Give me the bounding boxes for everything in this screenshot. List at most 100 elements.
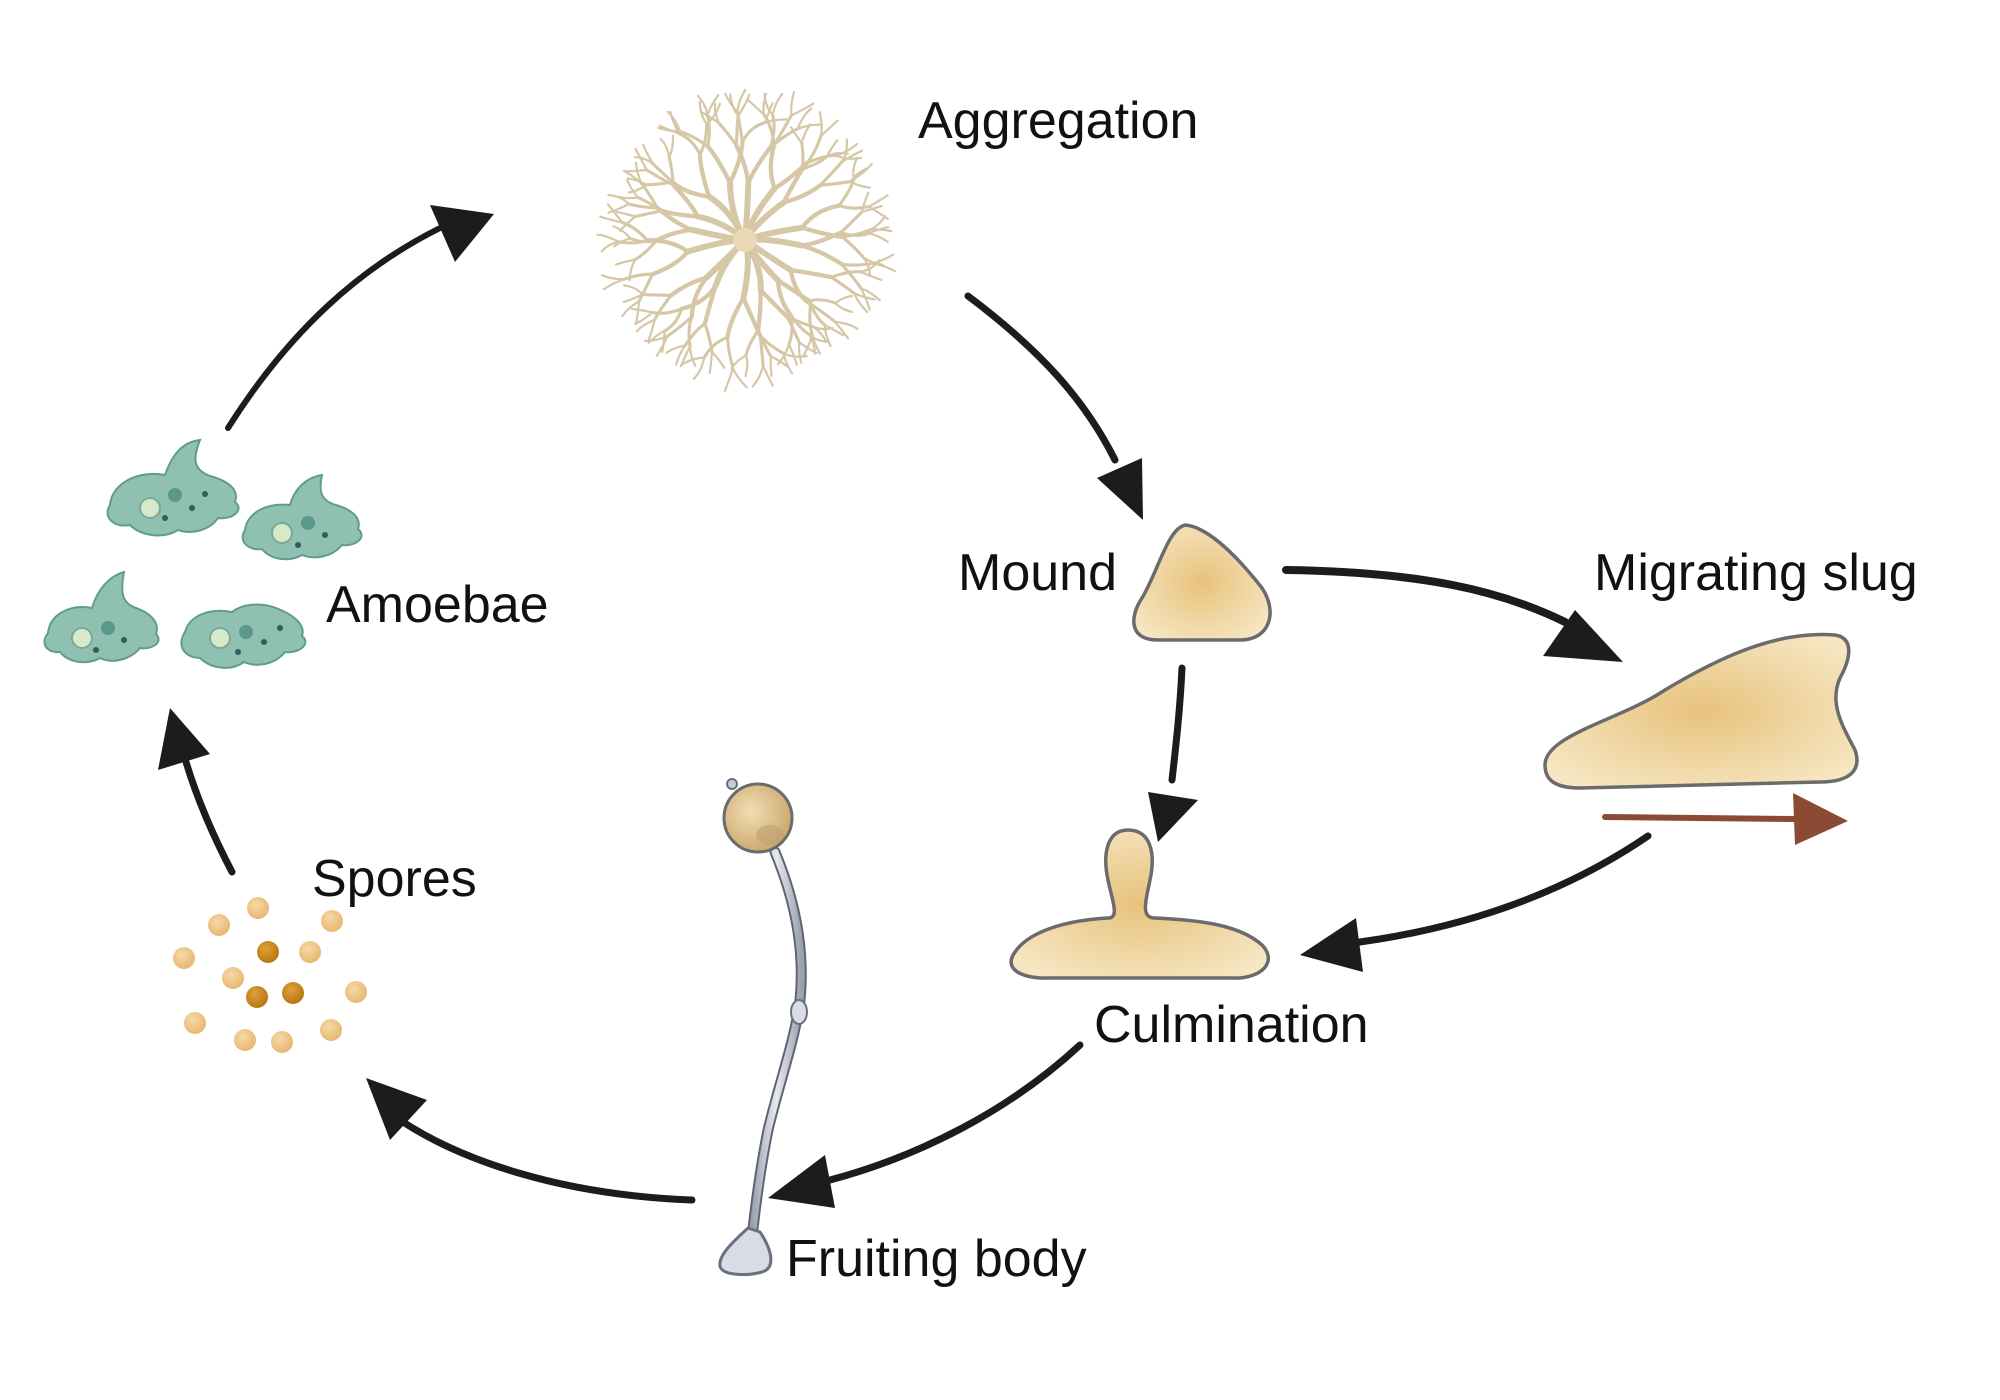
aggregation-stream [612, 225, 632, 240]
aggregation-stream [683, 322, 707, 348]
aggregation-stream [867, 194, 889, 208]
aggregation-stream [758, 288, 790, 320]
aggregation-stream [710, 350, 726, 369]
aggregation-stream [762, 113, 776, 146]
aggregation-stream [788, 267, 834, 280]
aggregation-stream [744, 354, 749, 378]
aggregation-stream [600, 240, 620, 253]
aggregation-stream [840, 149, 864, 164]
aggregation-stream [790, 90, 796, 117]
aggregation-stream [818, 180, 852, 187]
aggregation-stream [633, 239, 658, 262]
aggregation-stream [708, 350, 714, 375]
aggregation-stream [834, 320, 850, 340]
label-aggregation: Aggregation [918, 92, 1198, 150]
culmination-icon [1009, 828, 1271, 980]
aggregation-stream [867, 232, 889, 243]
aggregation-stream [834, 320, 859, 330]
aggregation-stream [785, 315, 815, 329]
aggregation-stream [818, 160, 844, 187]
aggregation-stream [643, 335, 669, 342]
aggregation-stream [758, 333, 765, 368]
aggregation-stream [830, 270, 863, 279]
aggregation-center [733, 228, 757, 252]
aggregation-stream [800, 141, 805, 171]
aggregation-stream [602, 278, 626, 291]
aggregation-stream [796, 107, 813, 130]
aggregation-stream [852, 156, 858, 181]
aggregation-stream [735, 114, 740, 148]
spore-dark [282, 982, 304, 1004]
aggregation-stream [627, 183, 648, 194]
aggregation-stream [799, 225, 845, 239]
aggregation-stream [596, 233, 620, 243]
aggregation-stream [731, 367, 748, 389]
aggregation-stream [853, 292, 869, 314]
aggregation-stream [677, 131, 702, 156]
aggregation-stream [823, 323, 845, 337]
spore-light [173, 947, 195, 969]
aggregation-stream [723, 367, 735, 392]
aggregation-stream [652, 293, 673, 322]
label-mound: Mound [958, 544, 1117, 602]
aggregation-stream [867, 205, 889, 220]
aggregation-stream [666, 110, 682, 133]
spore-light [345, 981, 367, 1003]
aggregation-stream [799, 203, 842, 230]
aggregation-stream [859, 270, 883, 281]
label-culmination: Culmination [1094, 996, 1369, 1054]
aggregation-stream [607, 202, 630, 214]
aggregation-stream [692, 356, 706, 380]
aggregation-stream [668, 134, 675, 159]
aggregation-stream [725, 335, 735, 371]
aggregation-stream [713, 102, 721, 125]
aggregation-stream [635, 318, 656, 333]
spore-light [299, 941, 321, 963]
label-migrating-slug: Migrating slug [1594, 544, 1918, 602]
spore-light [247, 897, 269, 919]
aggregation-stream [624, 168, 648, 173]
aggregation-stream [755, 288, 763, 333]
aggregation-stream [751, 364, 765, 388]
aggregation-stream [665, 344, 687, 354]
aggregation-stream [659, 138, 671, 159]
aggregation-stream [645, 168, 675, 187]
aggregation-stream [781, 183, 823, 205]
aggregation-stream [725, 295, 746, 340]
aggregation-stream [800, 123, 811, 144]
spore-light [184, 1012, 206, 1034]
aggregation-stream [600, 274, 626, 281]
aggregation-stream [838, 210, 864, 235]
aggregation-stream [628, 236, 658, 244]
migration-direction-arrow [1602, 793, 1848, 845]
arrow-slug-to-culmination [1300, 832, 1652, 972]
aggregation-stream [835, 142, 859, 157]
aggregation-stream [606, 203, 624, 224]
aggregation-stream [621, 300, 641, 318]
aggregation-stream [687, 315, 694, 348]
label-spores: Spores [312, 850, 477, 908]
aggregation-stream [807, 298, 838, 305]
aggregation-stream [839, 262, 863, 290]
aggregation-stream [697, 152, 712, 199]
aggregation-stream [688, 344, 697, 368]
label-amoebae: Amoebae [326, 576, 549, 634]
aggregation-stream [790, 102, 815, 117]
aggregation-stream [852, 162, 873, 181]
aggregation-stream [613, 237, 632, 248]
aggregation-stream [639, 181, 659, 210]
aggregation-stream [762, 92, 768, 116]
aggregation-stream [620, 220, 649, 242]
cycle-arrows [158, 205, 1652, 1208]
arrow-mound-to-slug [1282, 566, 1623, 662]
aggregation-stream [861, 255, 872, 277]
spore-light [208, 914, 230, 936]
aggregation-stream [727, 139, 745, 185]
aggregation-stream [626, 177, 648, 186]
aggregation-stream [746, 144, 773, 186]
aggregation-stream [741, 295, 763, 338]
aggregation-stream [650, 307, 684, 315]
spores-icon [173, 897, 367, 1053]
arrow-spores-to-amoebae [158, 708, 236, 876]
aggregation-stream [665, 315, 694, 338]
